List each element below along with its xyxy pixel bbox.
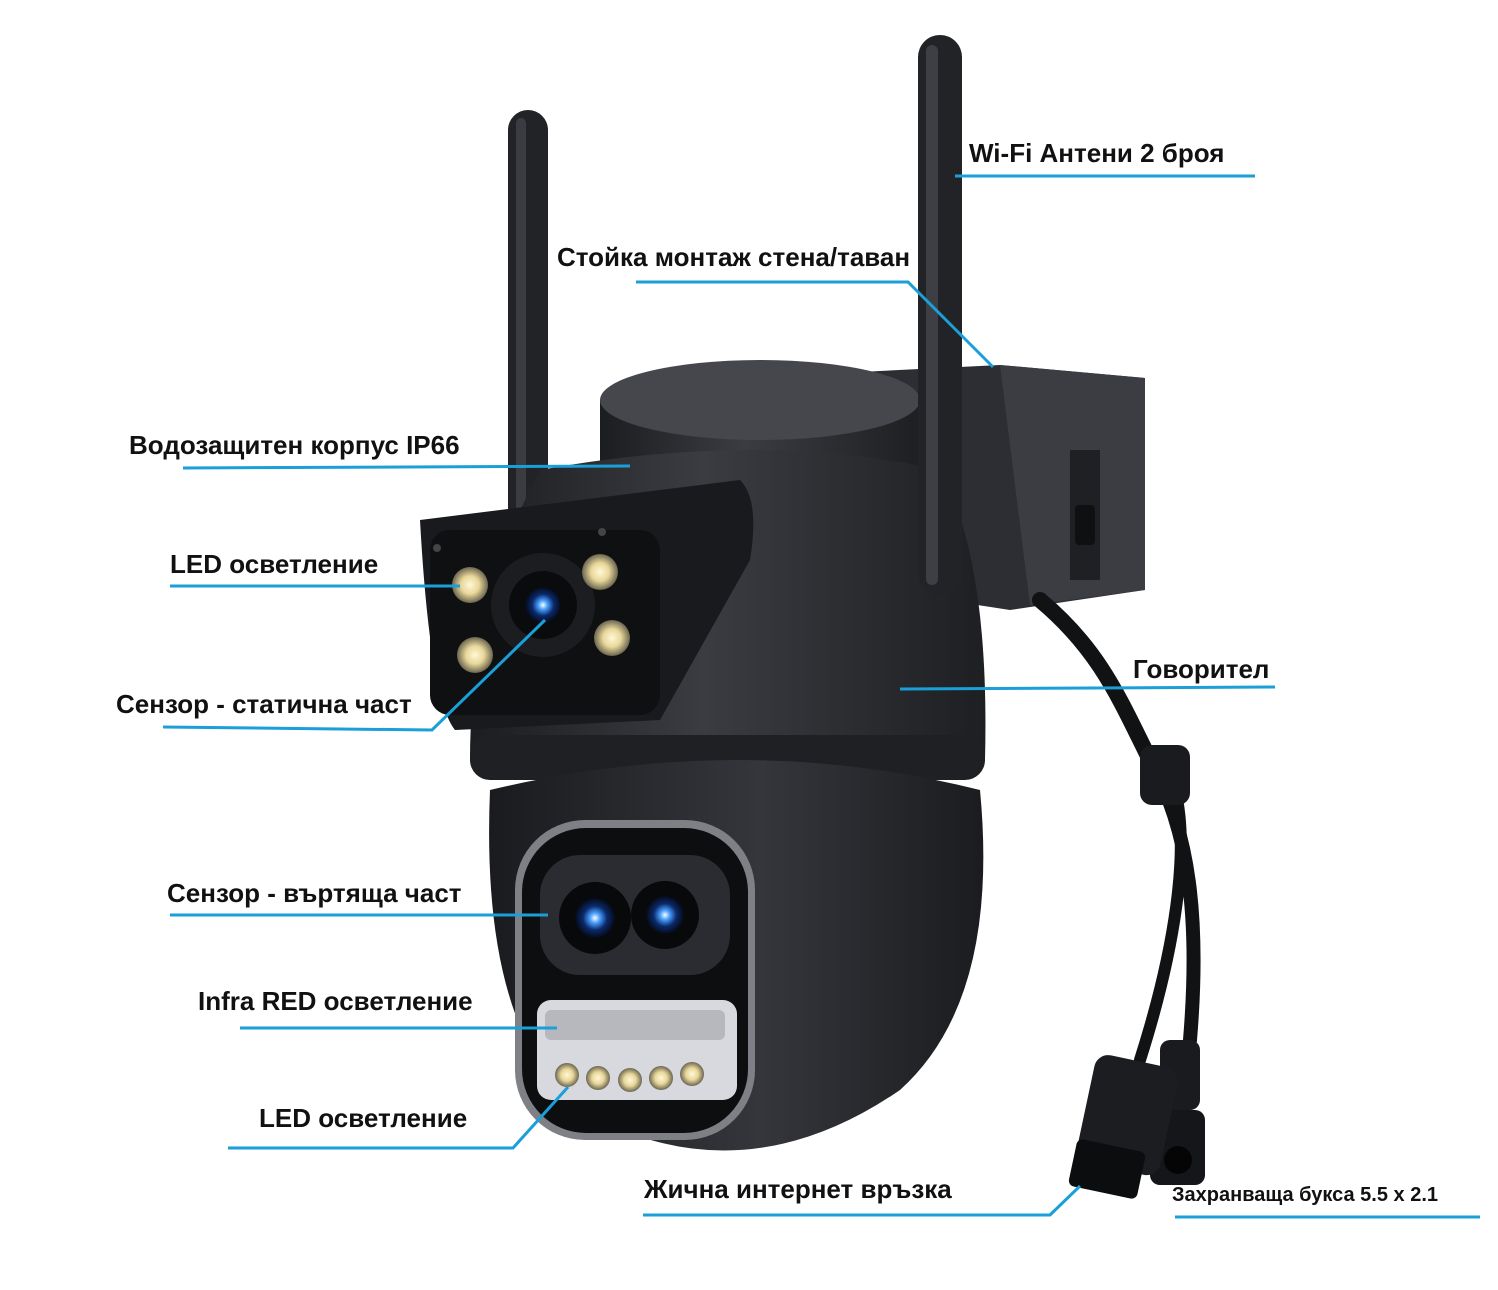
ethernet-connector — [1068, 1055, 1178, 1199]
static-sensor-housing — [420, 480, 754, 730]
label-led-top: LED осветление — [170, 549, 379, 579]
label-wifi-antennas: Wi-Fi Антени 2 броя — [969, 138, 1225, 168]
label-ethernet: Жична интернет връзка — [644, 1174, 952, 1204]
label-sensor-rotating: Сензор - въртяща част — [167, 878, 462, 908]
leader-housing — [182, 464, 631, 470]
leader-sensor-static — [162, 618, 547, 732]
label-led-bottom: LED осветление — [259, 1103, 468, 1133]
antenna-left — [508, 110, 548, 530]
leader-lines — [162, 174, 1480, 1219]
rotating-sensor-panel — [515, 820, 755, 1140]
leader-speaker — [899, 685, 1276, 691]
label-waterproof-housing: Водозащитен корпус IP66 — [129, 430, 460, 460]
label-mount-bracket: Стойка монтаж стена/таван — [557, 242, 911, 272]
leader-ethernet — [643, 1184, 1082, 1217]
label-infrared: Infra RED осветление — [198, 986, 473, 1016]
leader-mount — [636, 280, 995, 369]
label-speaker: Говорител — [1133, 654, 1270, 684]
label-sensor-static: Сензор - статична част — [116, 689, 412, 719]
leader-led-bottom — [228, 1085, 570, 1150]
cable — [1032, 592, 1201, 1066]
label-power-jack: Захранваща букса 5.5 х 2.1 — [1172, 1184, 1438, 1206]
